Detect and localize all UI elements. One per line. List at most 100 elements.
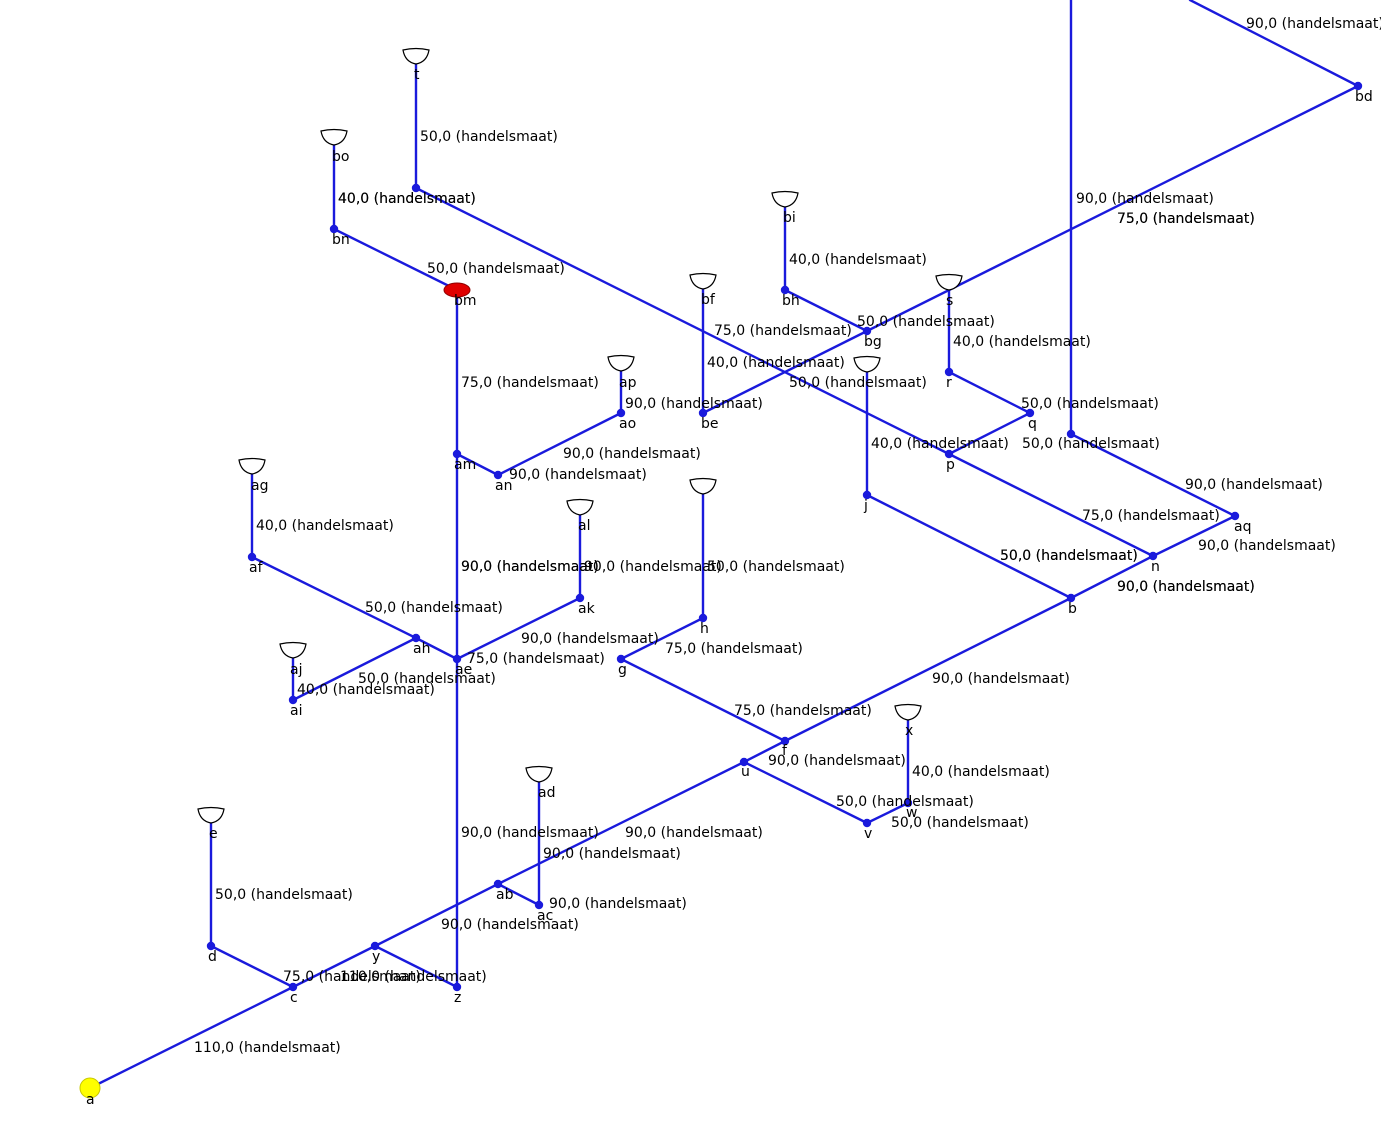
junction-node-t[interactable] xyxy=(411,183,421,193)
pipe-size-label: 90,0 (handelsmaat) xyxy=(509,467,647,483)
junction-node-bh[interactable] xyxy=(780,285,790,295)
pipe-size-label: 90,0 (handelsmaat) xyxy=(768,753,906,769)
pipe-f-g[interactable] xyxy=(619,657,787,743)
pipe-u-f[interactable] xyxy=(742,739,787,764)
pipe-aq-riser[interactable] xyxy=(1069,432,1237,518)
junction-node-ae[interactable] xyxy=(452,654,462,664)
junction-node-ak[interactable] xyxy=(575,593,585,603)
junction-node-c[interactable] xyxy=(288,982,298,992)
node-label-al: al xyxy=(578,518,590,534)
node-label-y: y xyxy=(372,949,380,965)
pipe-y-ab[interactable] xyxy=(373,882,500,948)
node-label-x: x xyxy=(905,723,913,739)
node-label-aq: aq xyxy=(1234,519,1251,535)
junction-node-af[interactable] xyxy=(247,552,257,562)
outlet-fixture-icon[interactable] xyxy=(853,355,881,373)
junction-node-z[interactable] xyxy=(452,982,462,992)
pipe-size-label: 75,0 (handelsmaat) xyxy=(714,323,852,339)
junction-node-ah[interactable] xyxy=(411,633,421,643)
pipe-n-aq[interactable] xyxy=(1151,514,1237,558)
pipe-u-v[interactable] xyxy=(742,760,869,825)
junction-node-j[interactable] xyxy=(862,490,872,500)
pipe-size-label: 50,0 (handelsmaat) xyxy=(358,671,496,687)
junction-node-v[interactable] xyxy=(862,818,872,828)
outlet-fixture-icon[interactable] xyxy=(771,190,799,208)
pipe-bd-bg[interactable] xyxy=(865,84,1360,333)
pipe-bm-bn[interactable] xyxy=(332,227,459,292)
junction-node-f[interactable] xyxy=(780,736,790,746)
junction-node-n[interactable] xyxy=(1148,551,1158,561)
outlet-fixture-icon[interactable] xyxy=(279,641,307,659)
junction-node-h[interactable] xyxy=(698,613,708,623)
pipe-b-j[interactable] xyxy=(865,493,1073,600)
pipe-y-z[interactable] xyxy=(373,944,459,989)
junction-node-d[interactable] xyxy=(206,941,216,951)
junction-node-aq[interactable] xyxy=(1230,511,1240,521)
pipe-c-y[interactable] xyxy=(291,944,377,989)
junction-node-ac[interactable] xyxy=(534,900,544,910)
junction-node-p[interactable] xyxy=(944,449,954,459)
junction-node-ab[interactable] xyxy=(493,879,503,889)
node-label-ac: ac xyxy=(537,908,553,924)
pipe-p-t[interactable] xyxy=(414,186,951,456)
pipe-an-ao[interactable] xyxy=(496,411,623,477)
pipe-ah-af[interactable] xyxy=(250,555,418,640)
junction-node-r[interactable] xyxy=(944,367,954,377)
pipe-bg-bh[interactable] xyxy=(783,288,869,333)
junction-node-q[interactable] xyxy=(1025,408,1035,418)
pipe-g-h[interactable] xyxy=(619,616,705,661)
junction-node-bd[interactable] xyxy=(1353,81,1363,91)
pump-node-icon[interactable] xyxy=(443,282,471,298)
pipe-ah-ai[interactable] xyxy=(291,636,418,702)
outlet-fixture-icon[interactable] xyxy=(402,47,430,65)
pipe-c-d[interactable] xyxy=(209,944,295,989)
node-label-bo: bo xyxy=(332,149,349,165)
junction-node-ai[interactable] xyxy=(288,695,298,705)
pipe-bg-be[interactable] xyxy=(701,329,869,415)
outlet-fixture-icon[interactable] xyxy=(689,477,717,495)
pipe-size-label: 50,0 (handelsmaat) xyxy=(836,794,974,810)
junction-node-bn[interactable] xyxy=(329,224,339,234)
node-label-ap: ap xyxy=(619,375,637,391)
pipe-ab-u[interactable] xyxy=(496,760,746,886)
node-label-d: d xyxy=(208,949,217,965)
junction-node-riser[interactable] xyxy=(1066,429,1076,439)
outlet-fixture-icon[interactable] xyxy=(238,457,266,475)
pipe-a-c[interactable] xyxy=(88,985,295,1090)
outlet-fixture-icon[interactable] xyxy=(894,703,922,721)
junction-node-ao[interactable] xyxy=(616,408,626,418)
junction-node-g[interactable] xyxy=(616,654,626,664)
node-label-ab: ab xyxy=(496,887,514,903)
pipe-n-p[interactable] xyxy=(947,452,1155,558)
pipe-size-label: 50,0 (handelsmaat) xyxy=(891,815,1029,831)
pipe-b-n[interactable] xyxy=(1069,554,1155,600)
junction-node-am[interactable] xyxy=(452,449,462,459)
pipe-v-w[interactable] xyxy=(865,801,910,825)
outlet-fixture-icon[interactable] xyxy=(935,273,963,291)
junction-node-b[interactable] xyxy=(1066,593,1076,603)
pipe-f-b[interactable] xyxy=(783,596,1073,743)
junction-node-u[interactable] xyxy=(739,757,749,767)
outlet-fixture-icon[interactable] xyxy=(566,498,594,516)
pipe-ae-ah[interactable] xyxy=(414,636,459,661)
node-label-a: a xyxy=(86,1092,95,1108)
pipe-size-label: 50,0 (handelsmaat) xyxy=(365,600,503,616)
node-label-f: f xyxy=(782,743,788,759)
junction-node-be[interactable] xyxy=(698,408,708,418)
junction-node-bg[interactable] xyxy=(862,326,872,336)
pipe-p-q[interactable] xyxy=(947,411,1032,456)
junction-node-w[interactable] xyxy=(903,798,913,808)
outlet-fixture-icon[interactable] xyxy=(320,128,348,146)
outlet-fixture-icon[interactable] xyxy=(607,354,635,372)
source-node-icon[interactable] xyxy=(79,1077,101,1099)
outlet-fixture-icon[interactable] xyxy=(689,272,717,290)
pipe-q-r[interactable] xyxy=(947,370,1032,415)
junction-node-an[interactable] xyxy=(493,470,503,480)
pipe-ae-ak[interactable] xyxy=(455,596,582,661)
pipe-am-an[interactable] xyxy=(455,452,500,477)
pipe-bd-corner_exit[interactable] xyxy=(1188,0,1360,88)
outlet-fixture-icon[interactable] xyxy=(197,806,225,824)
outlet-fixture-icon[interactable] xyxy=(525,765,553,783)
pipe-ab-ac[interactable] xyxy=(496,882,541,907)
junction-node-y[interactable] xyxy=(370,941,380,951)
